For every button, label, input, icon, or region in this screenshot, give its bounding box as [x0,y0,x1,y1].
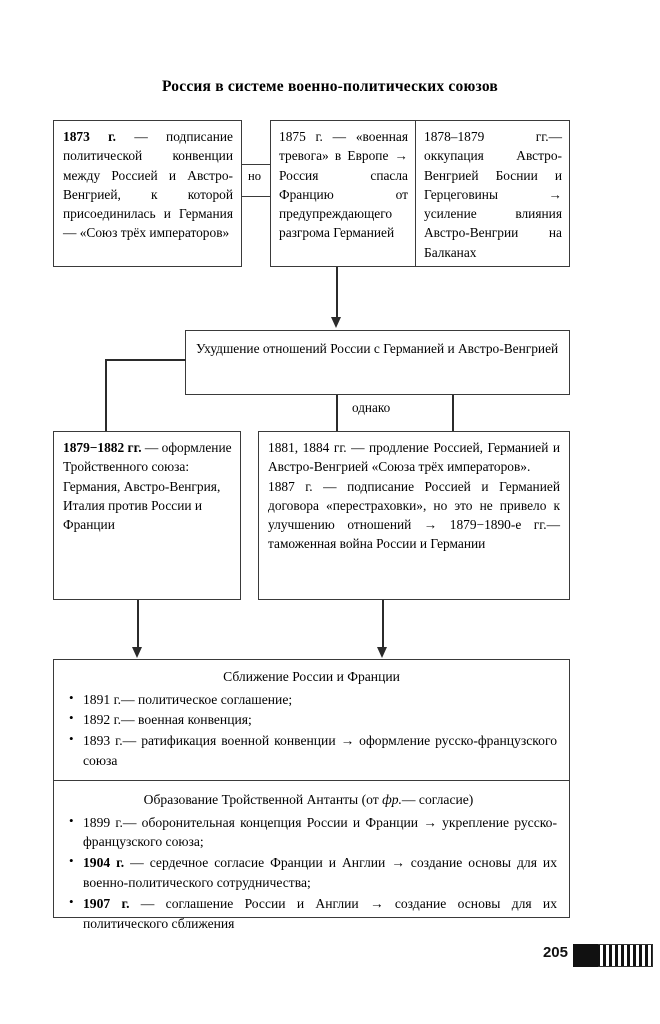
box-1881-reinsurance-treaty: 1881, 1884 гг. — продление Россией, Герм… [258,431,570,600]
box-1873-body: — подписание политической конвенции межд… [63,129,233,241]
box-1881-para2: 1887 г. — подписание Россией и Германией… [268,478,560,552]
list-item: 1904 г. — сердечное согласие Франции и А… [66,852,558,893]
bullet-text: — ратификация военной конвенции → оформл… [83,733,557,769]
box-1881-content: 1881, 1884 гг. — продление Россией, Герм… [259,432,569,559]
box-1875-text: 1875 г. — «военная тревога» в Европе → Р… [279,129,408,241]
box-1873-year: 1873 г. [63,129,117,144]
connector-line-to-middle [336,267,338,319]
box-1875-war-alarm: 1875 г. — «военная тревога» в Европе → Р… [270,120,416,267]
list-item: 1892 г.— военная конвенция; [66,709,557,730]
bullet-text: — военная конвенция; [121,712,252,728]
connector-line-right-to-bottom [382,600,384,648]
section-entente-heading: Образование Тройственной Антанты (от фр.… [66,790,557,810]
entente-heading-part1: Образование Тройственной Антанты (от [143,791,383,807]
section-entente-list: 1899 г.— оборонительная концепция России… [66,812,558,934]
connector-line-center-vertical [336,395,338,432]
connector-stub-top [242,164,270,166]
connector-line-right-vertical [452,395,454,432]
box-1881-para1: 1881, 1884 гг. — продление Россией, Герм… [268,440,560,475]
section-entente: Образование Тройственной Антанты (от фр.… [54,779,569,943]
section-rapprochement: Сближение России и Франции 1891 г.— поли… [54,660,569,780]
bullet-text: — политическое соглашение; [121,691,293,707]
entente-heading-italic: фр. [382,791,402,807]
page-title: Россия в системе военно-политических сою… [162,78,498,95]
box-1879-triple-alliance: 1879−1882 гг. — оформление Тройственного… [53,431,241,600]
bullet-lead: 1892 г. [83,712,122,728]
connector-stub-bottom [242,196,270,198]
box-1878-occupation-bosnia: 1878–1879 гг.— оккупация Австро-Венгрией… [415,120,570,267]
bullet-text: — соглашение России и Англии → создание … [83,895,558,931]
bullet-lead: 1907 г. [83,895,130,911]
page-footer: 205 [0,944,660,974]
bullet-text: — сердечное согласие Франции и Англии → … [83,855,558,891]
box-1878-text: 1878–1879 гг.— оккупация Австро-Венгрией… [424,129,562,260]
arrow-head-to-middle [331,317,341,328]
box-1873-text: 1873 г. — подписание политической конвен… [54,121,241,248]
box-1873-political-convention: 1873 г. — подписание политической конвен… [53,120,242,267]
page-number: 205 [542,944,568,961]
section-rapprochement-heading: Сближение России и Франции [223,669,400,684]
entente-heading-part2: — согласие) [401,791,474,807]
bullet-lead: 1891 г. [83,691,122,707]
arrow-head-left-to-bottom [132,647,142,658]
list-item: 1893 г.— ратификация военной конвенции →… [66,730,557,771]
barcode-solid-block [573,944,598,967]
bullet-lead: 1899 г. [83,814,123,830]
list-item: 1899 г.— оборонительная концепция России… [66,812,557,853]
connector-line-left-to-bottom [137,600,139,648]
bullet-text: — оборонительная концепция России и Фран… [83,814,557,850]
arrow-head-right-to-bottom [377,647,387,658]
connector-label-odnako: однако [352,400,391,415]
section-rapprochement-list: 1891 г.— политическое соглашение; 1892 г… [66,689,557,771]
box-1879-text: 1879−1882 гг. — оформление Тройственного… [54,432,240,539]
connector-line-left-horizontal [105,359,186,361]
connector-line-left-vertical [105,359,107,432]
box-1879-body: — оформление Тройственного союза: Герман… [63,440,232,533]
bullet-lead: 1904 г. [83,855,125,871]
box-deterioration-relations: Ухудшение отношений России с Германией и… [185,330,570,395]
box-bottom-alliances: Сближение России и Франции 1891 г.— поли… [53,659,570,931]
connector-label-no: но [246,168,264,185]
list-item: 1907 г. — соглашение России и Англии → с… [66,893,558,934]
list-item: 1891 г.— политическое соглашение; [66,689,557,710]
box-1879-years: 1879−1882 гг. [63,440,142,455]
bullet-lead: 1893 г. [83,733,123,749]
box-deterioration-text: Ухудшение отношений России с Германией и… [196,341,559,356]
